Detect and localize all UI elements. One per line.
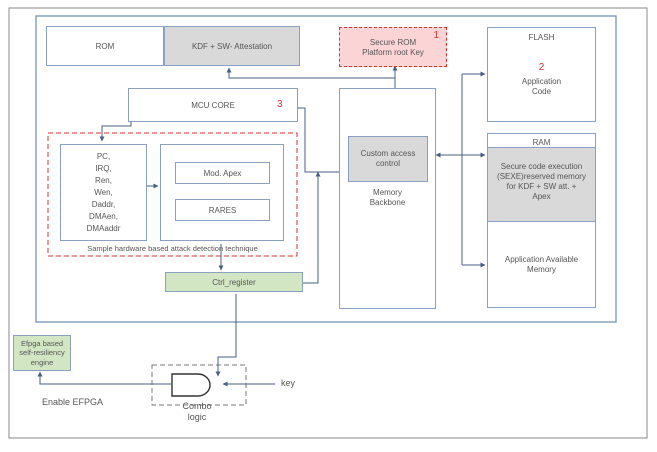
mod-apex-label: Mod. Apex <box>203 169 242 178</box>
signal-item: Daddr, <box>91 200 116 209</box>
flash-box: FLASH 2 Application Code <box>487 27 596 122</box>
detection-modules-box <box>160 144 284 241</box>
signal-item: Ren, <box>95 176 112 185</box>
ctrl-gate-line <box>217 294 237 372</box>
system-boundary <box>35 15 617 323</box>
secure-execution-label: Secure code execution (SEXE)reserved mem… <box>497 162 586 201</box>
mcu-access-arrow <box>298 107 345 175</box>
kdf-attestation-box: KDF + SW- Attestation <box>164 26 300 66</box>
rares-box[interactable]: RARES <box>175 199 270 221</box>
application-available-memory-label: Application Available Memory <box>504 255 579 274</box>
signals-list: PC, IRQ, Ren, Wen, Daddr, DMAen, DMAaddr <box>61 151 146 235</box>
key-label: key <box>281 378 296 388</box>
enable-efpga-label: Enable EFPGA <box>42 397 104 407</box>
signal-item: IRQ, <box>95 164 112 173</box>
mcu-core-number: 3 <box>277 99 283 110</box>
ram-label: RAM <box>532 138 551 147</box>
mcu-core-box: MCU CORE 3 <box>128 88 298 122</box>
ctrl-register-label: Ctrl_register <box>212 278 256 287</box>
mcu-core-label: MCU CORE <box>191 101 235 110</box>
kdf-label: KDF + SW- Attestation <box>191 42 273 51</box>
mod-apex-box[interactable]: Mod. Apex <box>175 162 270 184</box>
flash-number: 2 <box>538 62 545 73</box>
combo-logic-label: Combo logic <box>182 401 212 423</box>
secure-execution-box: Secure code execution (SEXE)reserved mem… <box>487 147 596 222</box>
rares-label: RARES <box>208 206 237 215</box>
flash-label: FLASH <box>528 33 555 42</box>
detection-caption: Sample hardware based attack detection t… <box>87 244 258 253</box>
signal-item: DMAaddr <box>86 224 121 233</box>
and-gate-icon <box>171 373 211 397</box>
secure-rom-box: Secure ROM Platform root Key 1 <box>339 27 447 67</box>
combo-region <box>151 364 247 406</box>
rom-label: ROM <box>95 42 115 51</box>
ctrl-backbone-arrow <box>303 171 321 284</box>
efpga-engine-box: Efpga based self-resiliency engine <box>13 335 71 371</box>
outer-frame <box>8 7 648 439</box>
custom-access-control-box: Custom access control <box>348 136 428 182</box>
mcu-signals-arrow <box>99 122 132 142</box>
custom-access-control-label: Custom access control <box>360 149 416 168</box>
gate-efpga-arrow <box>37 371 171 385</box>
ctrl-register-box[interactable]: Ctrl_register <box>165 272 303 292</box>
memory-backbone-box: Memory Backbone <box>339 88 436 309</box>
efpga-engine-label: Efpga based self-resiliency engine <box>19 339 65 367</box>
kdf-arrow <box>226 67 395 79</box>
signal-item: Wen, <box>94 188 113 197</box>
secure-rom-label: Secure ROM Platform root Key <box>362 38 424 57</box>
signal-item: DMAen, <box>89 212 118 221</box>
secure-rom-number: 1 <box>433 30 439 41</box>
memory-backbone-label: Memory Backbone <box>369 188 406 207</box>
signals-box: PC, IRQ, Ren, Wen, Daddr, DMAen, DMAaddr <box>60 144 147 241</box>
rom-box: ROM <box>46 26 164 66</box>
application-code-label: Application Code <box>521 77 562 96</box>
detection-region <box>47 132 298 257</box>
signal-item: PC, <box>96 152 111 161</box>
